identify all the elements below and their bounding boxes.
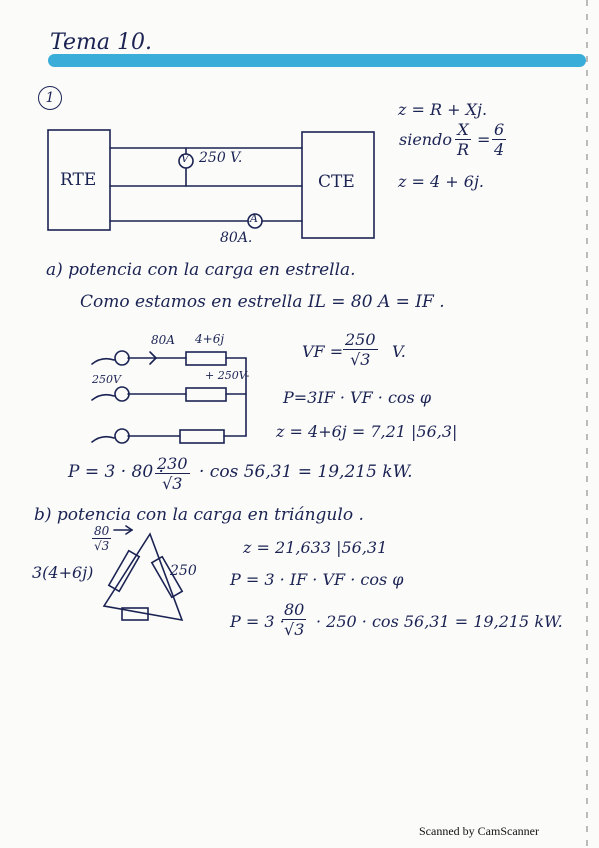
source-scribbles: [91, 357, 115, 443]
part-b-z-polar: z = 21,633 |56,31: [243, 538, 388, 557]
page-title: Tema 10.: [50, 30, 152, 55]
problem-number-circle: 1: [38, 86, 62, 110]
ratio-equals: =: [477, 130, 491, 149]
voltage-label: 250 V.: [199, 150, 243, 166]
rte-box: [47, 129, 111, 231]
part-b-power-den: √3: [284, 620, 305, 639]
current-arrow-b: [149, 357, 157, 365]
ratio-64-num: 6: [492, 120, 507, 140]
source-1: [114, 350, 130, 366]
part-a-z-polar: z = 4+6j = 7,21 |56,3|: [276, 422, 458, 441]
star-current-label: 80A: [151, 333, 175, 347]
delta-impedance: 3(4+6j): [32, 563, 94, 582]
part-a-power-den: √3: [162, 474, 183, 493]
current-arrow-a: [149, 351, 157, 359]
delta-current-num: 80: [92, 524, 112, 539]
vf-num: 250: [343, 330, 378, 350]
rte-label: RTE: [60, 170, 97, 190]
ammeter-circle: [247, 213, 263, 229]
part-b-heading: b) potencia con la carga en triángulo .: [34, 505, 364, 525]
ratio-xr-den: R: [457, 140, 470, 159]
vf-unit: V.: [392, 342, 406, 361]
vf-lhs: VF =: [302, 342, 344, 361]
delta-current-den: √3: [94, 539, 110, 553]
part-a-power-fraction: 230 √3: [155, 454, 190, 493]
title-highlight: [48, 54, 586, 67]
vf-fraction: 250 √3: [343, 330, 378, 369]
delta-load-right: [150, 555, 184, 599]
part-b-power-fraction: 80 √3: [282, 600, 307, 639]
delta-triangle: [102, 532, 184, 622]
voltmeter-circle: [178, 153, 194, 169]
part-a-statement: Como estamos en estrella IL = 80 A = IF …: [80, 292, 445, 312]
ratio-64: 6 4: [492, 120, 507, 159]
part-b-power-lhs: P = 3 ·: [230, 612, 285, 631]
ammeter-symbol: A: [250, 212, 258, 225]
star-load-1: [185, 351, 227, 366]
z-value: z = 4 + 6j.: [398, 172, 484, 191]
delta-voltage: 250: [170, 563, 197, 579]
cte-box: [301, 131, 375, 239]
delta-current-fraction: 80 √3: [92, 524, 112, 553]
delta-arrowhead-a: [125, 525, 133, 531]
part-b-power-rhs: · 250 · cos 56,31 = 19,215 kW.: [316, 612, 563, 631]
ratio-64-den: 4: [494, 140, 505, 159]
page-edge: [586, 0, 588, 848]
ratio-xr-num: X: [455, 120, 472, 140]
part-a-power-rhs: · cos 56,31 = 19,215 kW.: [199, 462, 413, 482]
part-a-power-formula: P=3IF · VF · cos φ: [283, 388, 432, 407]
star-load-3: [179, 429, 225, 444]
part-b-power-formula: P = 3 · IF · VF · cos φ: [230, 570, 404, 589]
source-3: [114, 428, 130, 444]
star-line-voltage: 250V: [92, 373, 121, 386]
ratio-xr: X R: [455, 120, 472, 159]
part-b-power-num: 80: [282, 600, 307, 620]
vf-den: √3: [350, 350, 371, 369]
part-a-power-lhs: P = 3 · 80 ·: [68, 462, 164, 482]
source-2: [114, 386, 130, 402]
star-load-2: [185, 387, 227, 402]
part-a-power-num: 230: [155, 454, 190, 474]
delta-load-left: [107, 549, 141, 593]
part-a-heading: a) potencia con la carga en estrella.: [46, 260, 356, 280]
voltmeter-symbol: V: [181, 152, 189, 165]
z-formula: z = R + Xj.: [398, 100, 488, 119]
delta-arrowhead-b: [125, 529, 133, 535]
delta-load-bottom: [121, 607, 149, 621]
star-phase-voltage: + 250V-: [205, 369, 250, 382]
scanner-watermark: Scanned by CamScanner: [419, 824, 539, 838]
siendo-label: siendo: [399, 130, 452, 149]
star-impedance-label: 4+6j: [195, 332, 225, 346]
current-label: 80A.: [220, 230, 253, 246]
cte-label: CTE: [318, 172, 355, 192]
